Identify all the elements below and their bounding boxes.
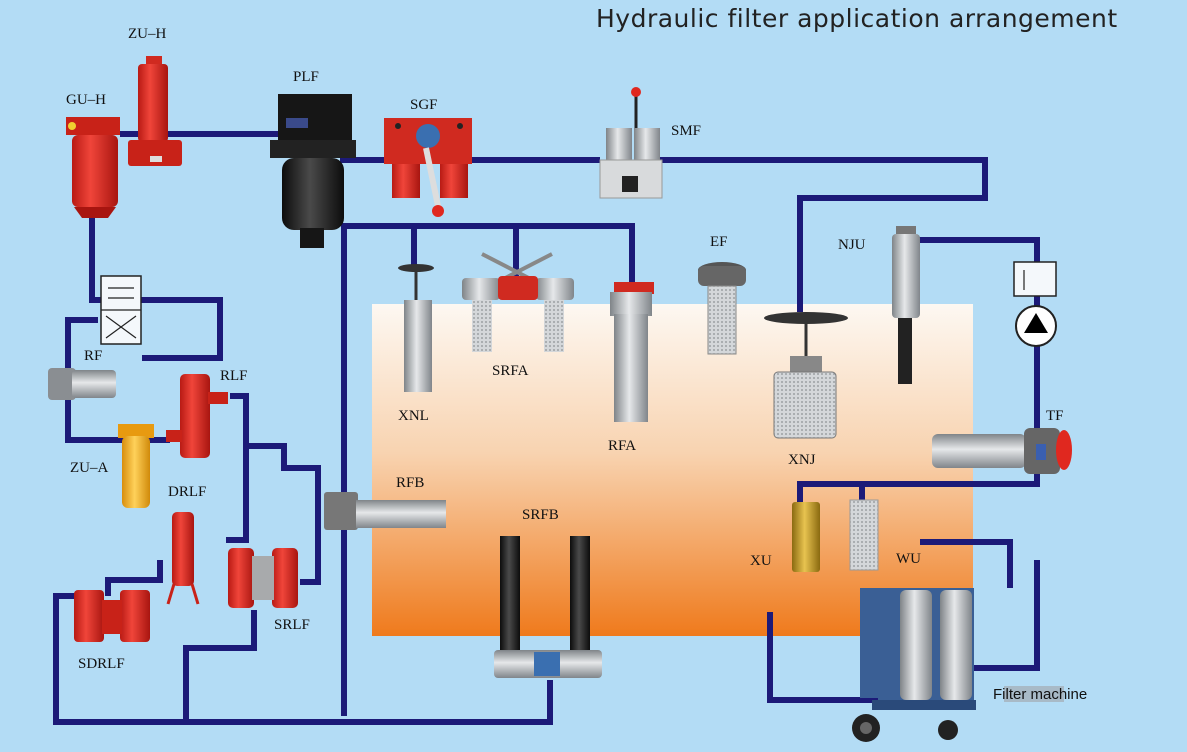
label-zu-a: ZU–A	[70, 460, 109, 476]
rlf-filter	[166, 374, 228, 458]
label-sgf: SGF	[410, 97, 438, 113]
label-sdrlf: SDRLF	[78, 656, 125, 672]
oil-tank	[372, 304, 973, 636]
label-filter-machine: Filter machine	[993, 686, 1088, 703]
label-xnj: XNJ	[788, 452, 816, 468]
label-srlf: SRLF	[274, 617, 310, 633]
ef-filter	[698, 262, 746, 355]
xnj-filter	[764, 312, 848, 439]
diagram-title: Hydraulic filter application arrangement	[596, 4, 1118, 33]
label-rfb: RFB	[396, 475, 425, 491]
label-xu: XU	[750, 553, 772, 569]
label-rfa: RFA	[608, 438, 637, 454]
pipe-drlf-sdrlf	[105, 560, 163, 596]
pipe-machine-left	[767, 612, 880, 703]
pipe-gu-directional	[89, 218, 223, 361]
label-plf: PLF	[293, 69, 319, 85]
sdrlf-filter	[74, 590, 150, 642]
drlf-filter	[166, 512, 200, 605]
rf-filter	[48, 368, 116, 400]
pipe-nju-tf-xu	[797, 237, 1040, 502]
pipe-smf-xnj	[660, 157, 988, 312]
srfb-filter	[494, 536, 602, 678]
nju-filter	[892, 226, 920, 384]
pipe-wu-machine	[920, 539, 1013, 588]
label-srfa: SRFA	[492, 363, 529, 379]
plf-filter	[270, 94, 356, 248]
zu-h-filter	[128, 56, 182, 166]
label-tf: TF	[1046, 408, 1064, 424]
label-smf: SMF	[671, 123, 702, 139]
pipe-srlf-bottom	[183, 610, 257, 722]
pipe-network	[53, 131, 1040, 725]
pump-symbol	[1013, 261, 1057, 347]
label-rlf: RLF	[220, 368, 248, 384]
sgf-filter	[384, 118, 472, 217]
xu-filter	[792, 502, 820, 572]
srfa-filter	[462, 252, 574, 352]
rfb-filter	[324, 492, 446, 530]
srlf-filter	[228, 548, 298, 608]
label-zu-h: ZU–H	[128, 26, 167, 42]
directional-valve-symbol	[100, 275, 142, 345]
pipe-srlf-loop	[246, 443, 321, 585]
filter-machine	[852, 588, 1064, 742]
label-srfb: SRFB	[522, 507, 559, 523]
label-ef: EF	[710, 234, 728, 250]
label-xnl: XNL	[398, 408, 429, 424]
rfa-filter	[610, 282, 654, 422]
pipe-bottom-return	[53, 593, 553, 725]
gu-h-filter	[66, 117, 120, 218]
tf-filter	[932, 428, 1072, 474]
label-nju: NJU	[838, 237, 866, 253]
label-wu: WU	[896, 551, 921, 567]
label-rf: RF	[84, 348, 103, 364]
zu-a-filter	[118, 424, 154, 508]
xnl-filter	[398, 264, 434, 392]
label-drlf: DRLF	[168, 484, 207, 500]
pipe-rlf-srlf	[226, 393, 249, 543]
label-gu-h: GU–H	[66, 92, 106, 108]
wu-filter	[849, 499, 879, 571]
pipe-return-header	[341, 223, 635, 716]
smf-filter	[599, 87, 663, 199]
